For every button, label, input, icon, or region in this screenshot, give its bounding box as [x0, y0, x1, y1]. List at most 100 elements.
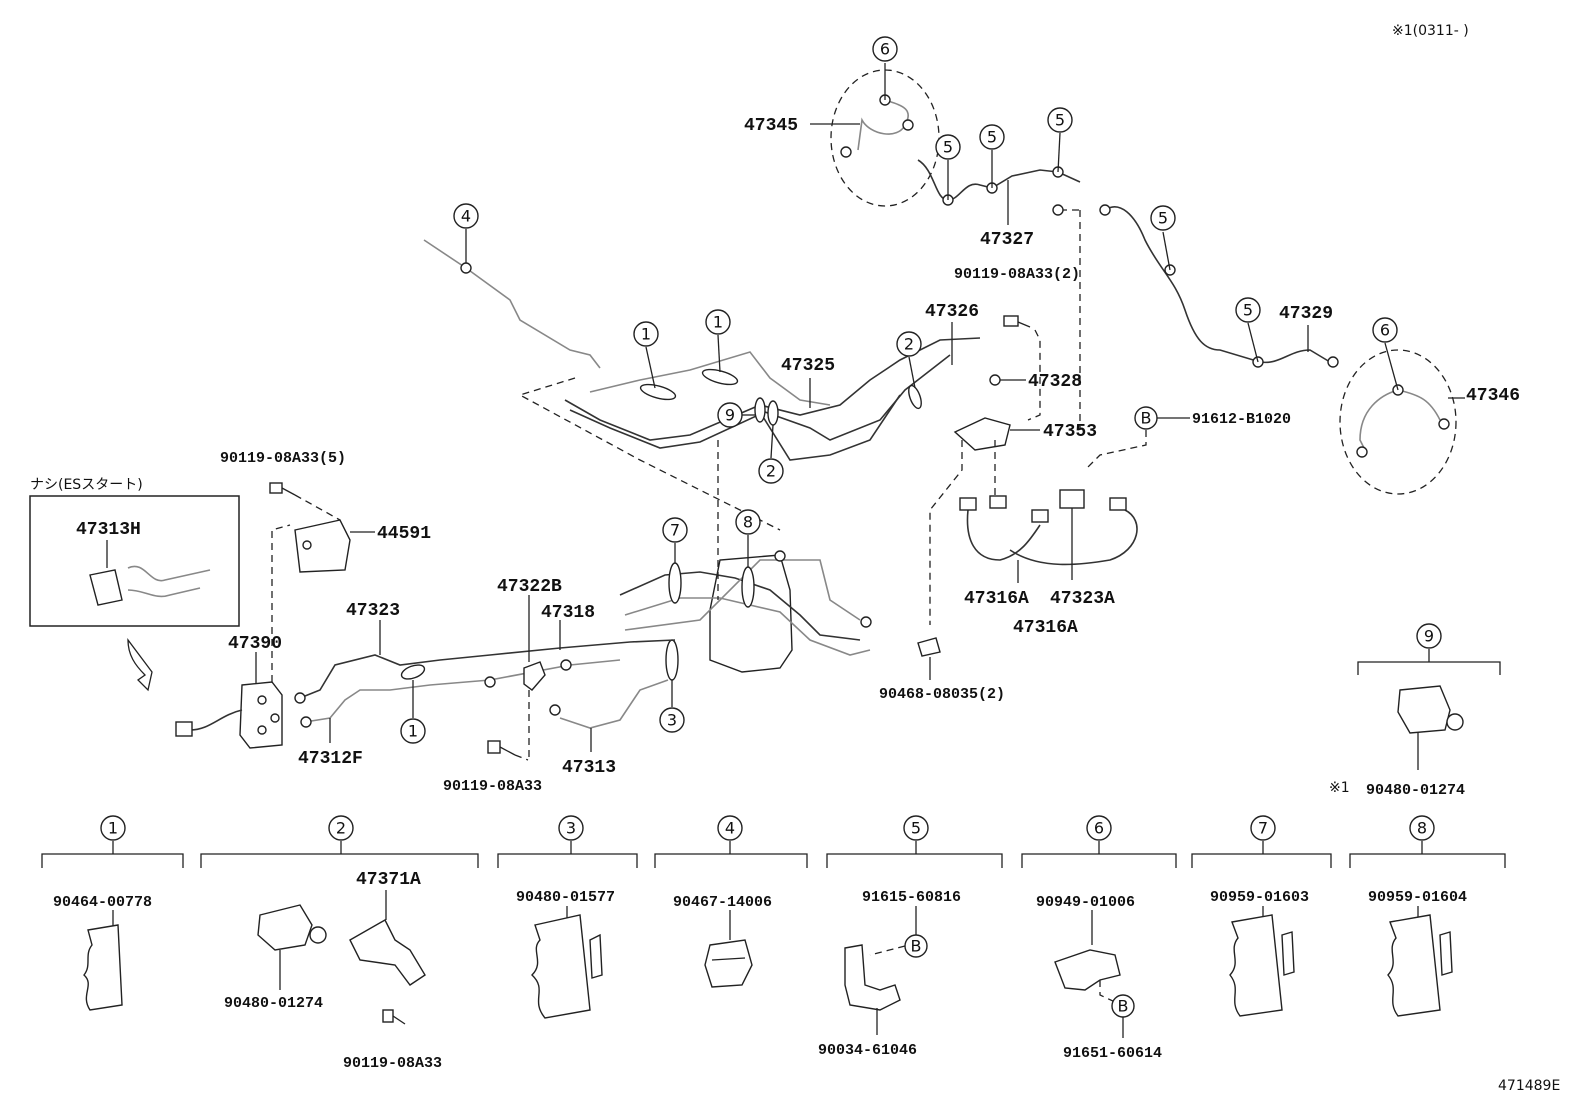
callout-3-detail: 3	[566, 819, 576, 838]
callout-5e: 5	[1243, 301, 1253, 320]
label-47328: 47328	[1028, 372, 1082, 392]
inset-box	[29, 495, 240, 627]
callout-5a: 5	[943, 138, 953, 157]
pipe-47312F	[304, 659, 621, 723]
label-90119-08A33-5: 90119-08A33(5)	[220, 450, 346, 467]
pipe-47313	[559, 679, 669, 729]
label-47371A: 47371A	[356, 870, 421, 890]
label-90480-01274-b: 90480-01274	[224, 995, 323, 1012]
label-47326: 47326	[925, 302, 979, 322]
detail-8: 8 90959-01604	[1349, 815, 1506, 1017]
label-91615-60816: 91615-60816	[862, 889, 961, 906]
hose-47316A-right	[1009, 509, 1138, 566]
label-47325: 47325	[781, 356, 835, 376]
callout-5b: 5	[987, 128, 997, 147]
callout-5c: 5	[1055, 111, 1065, 130]
label-47329: 47329	[1279, 304, 1333, 324]
callout-2-a: 2	[904, 335, 914, 354]
label-47318: 47318	[541, 603, 595, 623]
bracket-44591	[294, 519, 351, 573]
callout-6-top	[872, 36, 898, 62]
label-44591: 44591	[377, 524, 431, 544]
detail-6: 6 90949-01006 B 91651-60614	[1021, 815, 1177, 1062]
callout-8-diagram: 8	[743, 513, 753, 532]
callout-6-top-label: 6	[880, 40, 890, 59]
label-90480-01577: 90480-01577	[516, 889, 615, 906]
label-90949-01006: 90949-01006	[1036, 894, 1135, 911]
rear-left-wheel-outline	[830, 69, 940, 207]
detail-7: 7 90959-01603	[1191, 815, 1332, 1017]
rear-pipe-47327	[917, 159, 1081, 201]
rear-right-wheel-outline	[1339, 349, 1457, 495]
detail-2: 2 90480-01274 47371A 90119-08A33	[200, 815, 479, 1072]
junction-47323A	[1059, 489, 1085, 509]
callout-5-detail: 5	[911, 819, 921, 838]
rear-left-flexhose	[857, 99, 909, 151]
label-47345: 47345	[744, 116, 798, 136]
label-47316A-b: 47316A	[1013, 618, 1078, 638]
callout-4-diagram: 4	[461, 207, 471, 226]
rear-pipe-47329	[1104, 206, 1331, 364]
detail-4: 4 90467-14006	[654, 815, 808, 988]
label-47327: 47327	[980, 230, 1034, 250]
detail-1: 1 90464-00778	[41, 815, 184, 1011]
callout-6-detail: 6	[1094, 819, 1104, 838]
star-note: ※1	[1329, 780, 1350, 796]
rear-right-wheel-area	[1339, 349, 1457, 495]
label-47323: 47323	[346, 601, 400, 621]
callout-2-detail: 2	[336, 819, 346, 838]
sensor-47322B	[523, 661, 546, 691]
label-47312F: 47312F	[298, 749, 363, 769]
callout-1-detail: 1	[108, 819, 118, 838]
label-90034-61046: 90034-61046	[818, 1042, 917, 1059]
title-note: ※1(0311- )	[1392, 23, 1469, 39]
label-90119-08A33-2: 90119-08A33(2)	[954, 266, 1080, 283]
callout-7-detail: 7	[1258, 819, 1268, 838]
callout-7-diagram: 7	[670, 521, 680, 540]
label-47353: 47353	[1043, 422, 1097, 442]
rear-left-wheel-area	[830, 69, 940, 207]
callout-1-b: 1	[713, 313, 723, 332]
label-90119-08A33-a: 90119-08A33	[443, 778, 542, 795]
callout-1-c: 1	[408, 722, 418, 741]
detail-5: 5 91615-60816 B 90034-61046	[818, 815, 1003, 1059]
callout-9-a: 9	[725, 406, 735, 425]
label-47313: 47313	[562, 758, 616, 778]
actuator-block	[709, 554, 793, 673]
figure-code: 471489E	[1498, 1078, 1560, 1094]
label-47316A-a: 47316A	[964, 589, 1029, 609]
label-47322B: 47322B	[497, 577, 562, 597]
label-47346: 47346	[1466, 386, 1520, 406]
label-90467-14006: 90467-14006	[673, 894, 772, 911]
inset-arrow	[127, 638, 153, 692]
callout-6-right: 6	[1380, 321, 1390, 340]
bracket-47353	[953, 417, 1011, 451]
detail-3: 3 90480-01577	[497, 815, 638, 1019]
callout-8-detail: 8	[1417, 819, 1427, 838]
label-90464-00778: 90464-00778	[53, 894, 152, 911]
callout-B-6: B	[1118, 997, 1129, 1016]
callout-4-detail: 4	[725, 819, 735, 838]
label-91612-B1020: 91612-B1020	[1192, 411, 1291, 428]
callout-B-diagram: B	[1141, 409, 1152, 428]
label-90468-08035-2: 90468-08035(2)	[879, 686, 1005, 703]
callout-3-diagram: 3	[667, 711, 677, 730]
label-47313H: 47313H	[76, 520, 141, 540]
pipe-front-left	[423, 239, 601, 369]
clip-9-part	[1397, 685, 1451, 734]
label-90959-01604: 90959-01604	[1368, 889, 1467, 906]
hose-47316A-left	[966, 509, 1041, 561]
callout-B-5: B	[911, 937, 922, 956]
callout-1-a: 1	[641, 325, 651, 344]
label-90119-08A33-b: 90119-08A33	[343, 1055, 442, 1072]
label-47390: 47390	[228, 634, 282, 654]
callout-2-b: 2	[766, 462, 776, 481]
label-90959-01603: 90959-01603	[1210, 889, 1309, 906]
label-90480-01274-a: 90480-01274	[1366, 782, 1465, 799]
label-47323A: 47323A	[1050, 589, 1115, 609]
clip-90468	[917, 637, 941, 657]
pipe-47323	[299, 639, 676, 699]
label-91651-60614: 91651-60614	[1063, 1045, 1162, 1062]
callout-5d: 5	[1158, 209, 1168, 228]
